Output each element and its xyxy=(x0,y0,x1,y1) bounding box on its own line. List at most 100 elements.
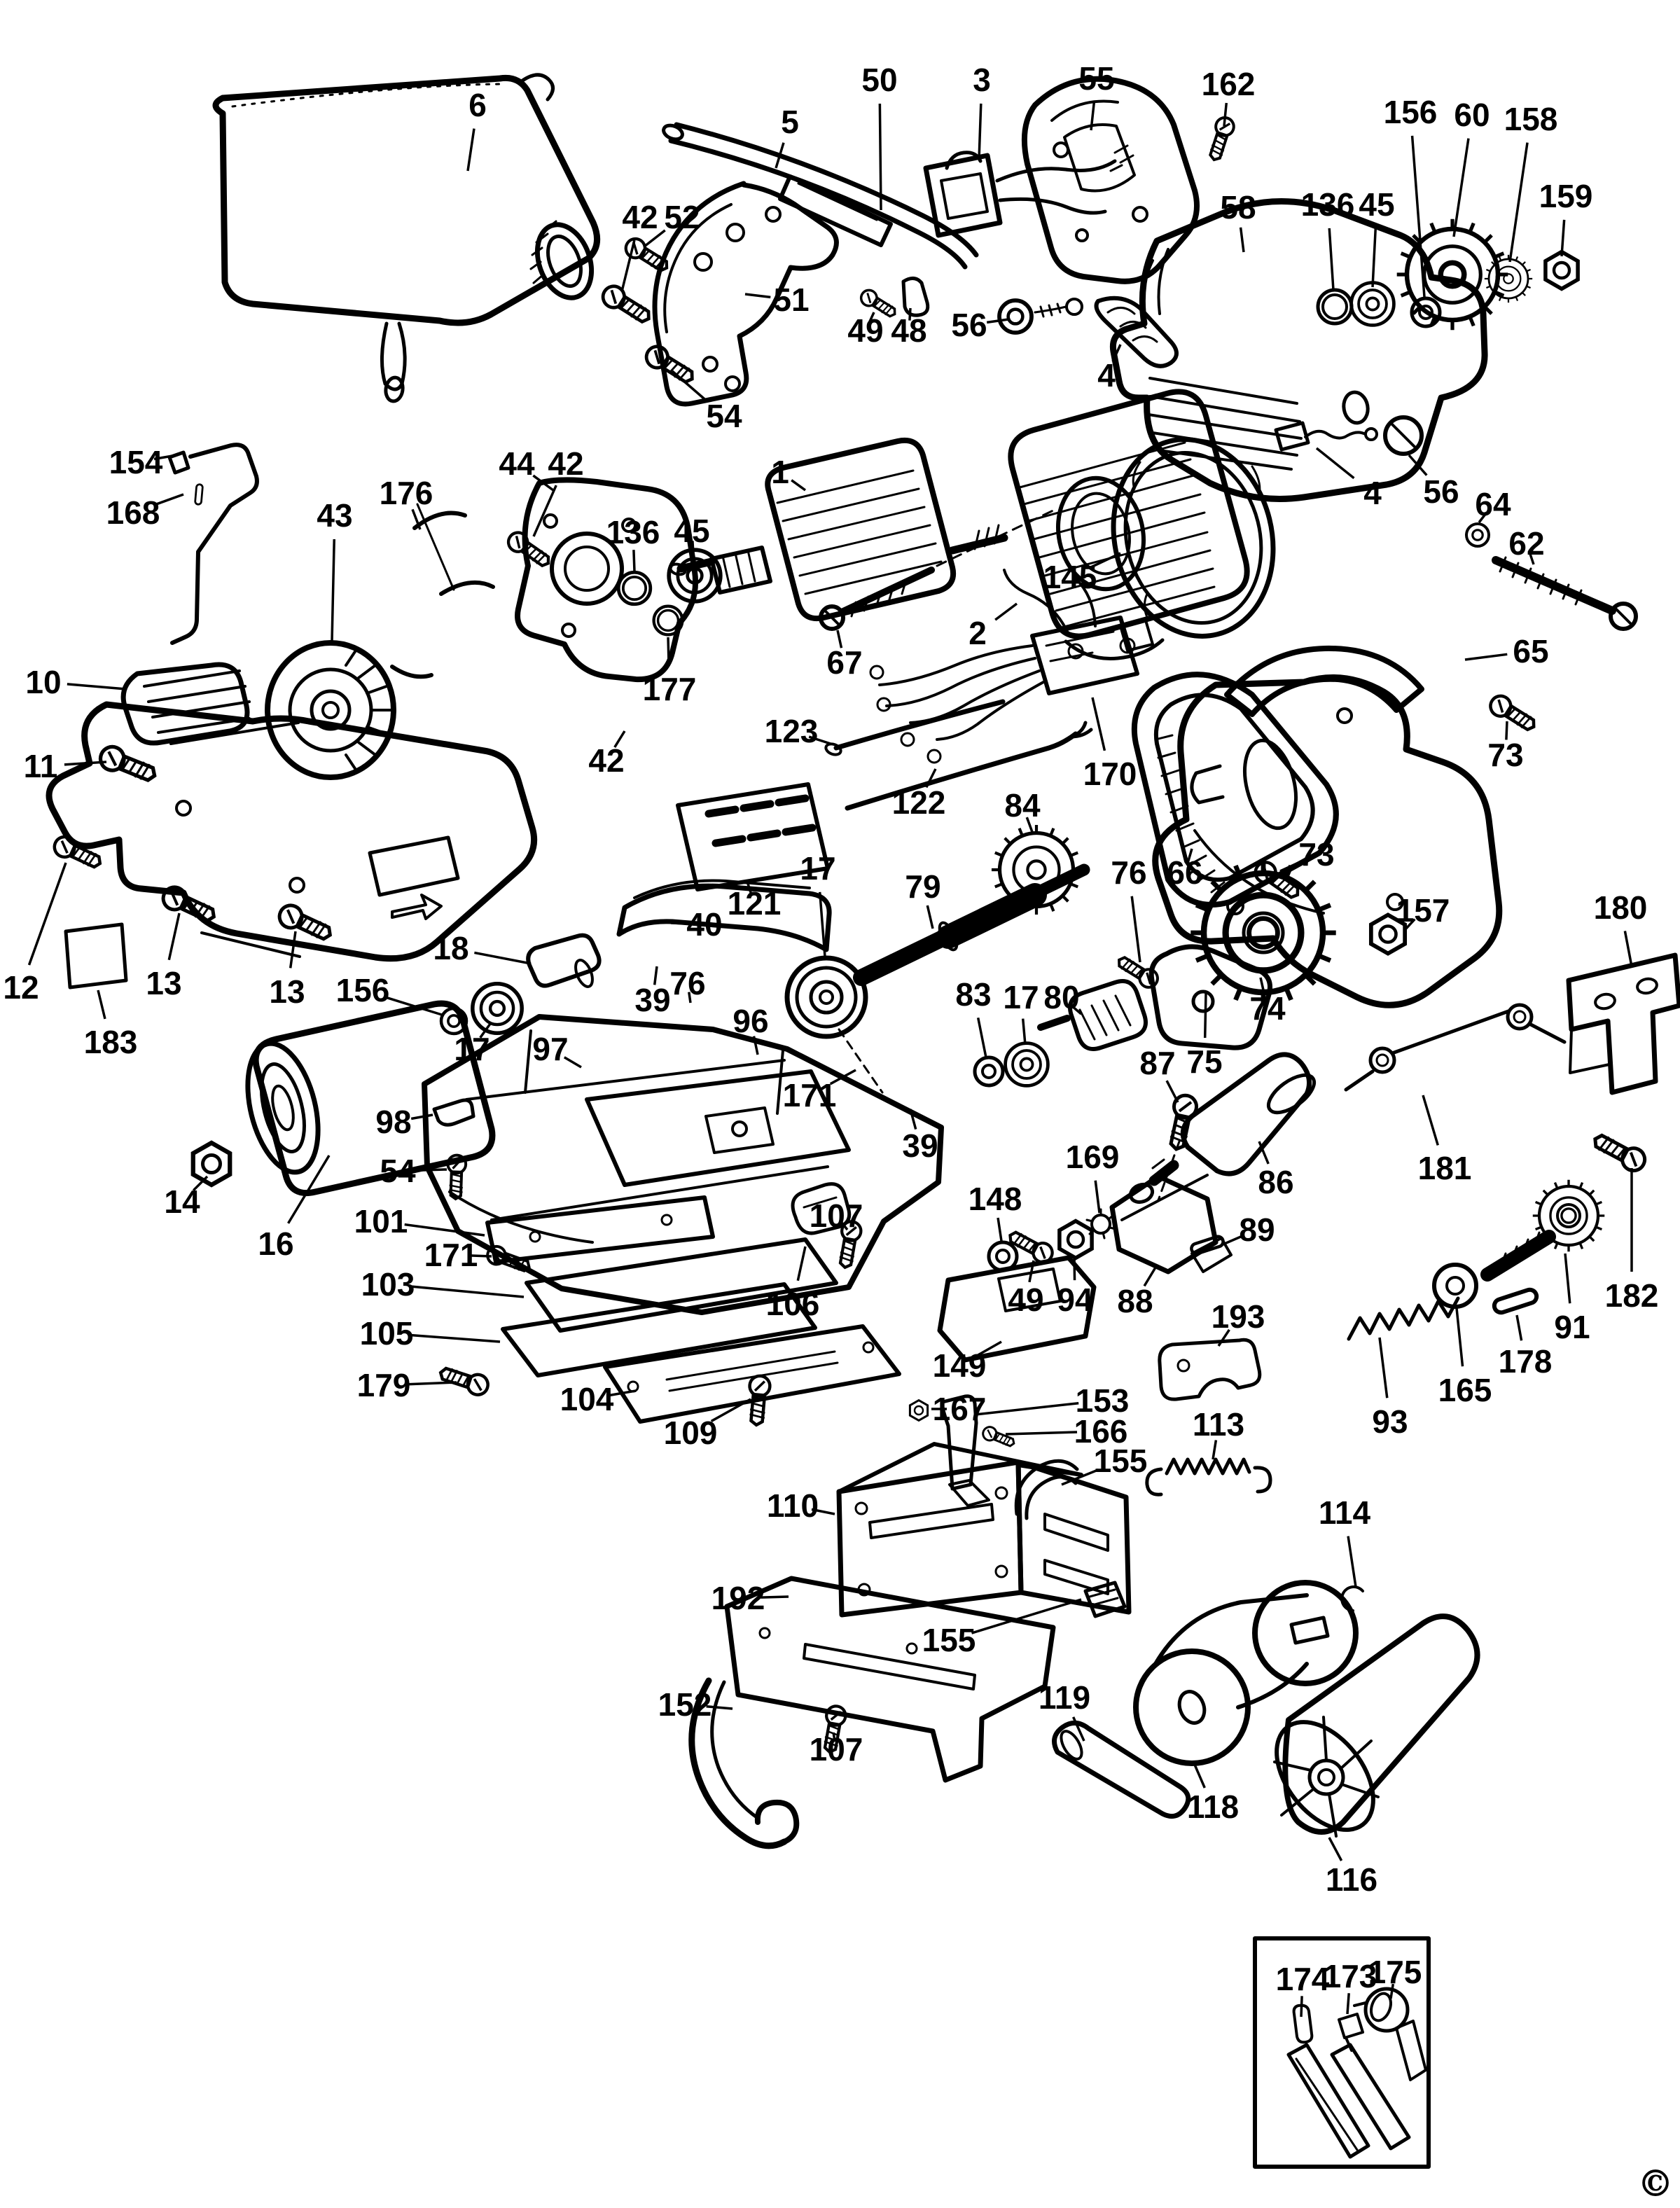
part-shape-39 xyxy=(901,277,930,317)
leader-line-79 xyxy=(926,905,934,929)
part-label-84: 84 xyxy=(1004,787,1041,824)
part-callout-153: 153 xyxy=(974,1382,1129,1419)
part-callout-101: 101 xyxy=(354,1203,485,1240)
part-shape-201 xyxy=(1148,944,1272,1050)
leader-line-93 xyxy=(1378,1337,1389,1398)
part-label-106: 106 xyxy=(766,1286,820,1322)
leader-line-165 xyxy=(1455,1307,1464,1367)
part-shape-181 xyxy=(795,966,858,1029)
part-label-62: 62 xyxy=(1508,525,1544,562)
part-shape-12 xyxy=(797,182,878,221)
leader-line-4 xyxy=(1111,344,1122,362)
part-shape-41 xyxy=(1034,303,1067,318)
leader-line-17 xyxy=(818,891,826,957)
leader-line-88 xyxy=(1143,1267,1157,1287)
part-label-171: 171 xyxy=(424,1237,478,1273)
part-label-166: 166 xyxy=(1074,1413,1128,1450)
part-shape-158 xyxy=(704,1106,775,1154)
leader-line-121 xyxy=(747,883,753,895)
part-callout-173: 173 xyxy=(1324,1958,1377,2015)
part-label-4: 4 xyxy=(1363,475,1382,511)
part-shape-250 xyxy=(1165,1457,1251,1476)
part-label-39: 39 xyxy=(634,982,670,1018)
part-shape-225 xyxy=(1158,1338,1262,1401)
part-shape-281 xyxy=(1307,1758,1345,1796)
part-shape-231 xyxy=(1344,1009,1567,1092)
part-shape-10 xyxy=(662,123,684,141)
part-shape-215 xyxy=(1109,1174,1219,1275)
part-label-101: 101 xyxy=(354,1203,408,1240)
part-shape-61 xyxy=(1499,556,1583,606)
part-shape-84 xyxy=(876,697,891,712)
part-label-14: 14 xyxy=(164,1183,200,1220)
part-callout-56: 56 xyxy=(1408,454,1459,510)
part-callout-155: 155 xyxy=(922,1598,1082,1658)
part-shape-152 xyxy=(574,959,594,988)
part-label-103: 103 xyxy=(361,1266,415,1303)
part-shape-273 xyxy=(1060,1730,1083,1761)
nut-icon xyxy=(193,1143,230,1185)
part-callout-105: 105 xyxy=(360,1315,501,1352)
part-shape-223 xyxy=(937,1255,1097,1363)
part-shape-265 xyxy=(905,1642,918,1655)
part-callout-177: 177 xyxy=(643,637,696,707)
part-callout-43: 43 xyxy=(317,497,353,642)
part-shape-125 xyxy=(345,647,394,773)
part-label-93: 93 xyxy=(1372,1403,1408,1440)
part-callout-106: 106 xyxy=(766,1246,820,1322)
leader-line-51 xyxy=(744,293,771,299)
part-label-50: 50 xyxy=(861,62,897,98)
part-label-176: 176 xyxy=(380,475,433,511)
part-shape-262 xyxy=(724,1576,1056,1783)
part-shape-9 xyxy=(674,122,979,258)
part-shape-0 xyxy=(212,74,601,326)
part-shape-256 xyxy=(994,1486,1008,1500)
part-shape-130 xyxy=(143,669,251,734)
leader-line-86 xyxy=(1258,1141,1270,1165)
part-callout-55: 55 xyxy=(1078,60,1115,131)
part-shape-183 xyxy=(819,990,834,1005)
part-label-64: 64 xyxy=(1475,486,1511,522)
part-callout-89: 89 xyxy=(1221,1211,1275,1248)
part-shape-169 xyxy=(603,1324,901,1424)
part-label-67: 67 xyxy=(826,644,862,681)
part-shape-284 xyxy=(1253,1936,1431,2169)
part-label-152: 152 xyxy=(658,1686,712,1723)
part-shape-259 xyxy=(1015,1459,1132,1615)
leader-line-65 xyxy=(1464,653,1508,661)
part-callout-165: 165 xyxy=(1438,1307,1492,1408)
part-label-165: 165 xyxy=(1438,1372,1492,1408)
part-label-10: 10 xyxy=(25,664,61,700)
part-label-181: 181 xyxy=(1418,1150,1472,1186)
screw-icon xyxy=(1590,1129,1648,1174)
part-callout-158: 158 xyxy=(1504,101,1557,263)
part-shape-161 xyxy=(432,1098,475,1127)
part-label-40: 40 xyxy=(686,906,722,943)
part-callout-121: 121 xyxy=(728,883,781,922)
part-shape-247 xyxy=(948,1479,990,1507)
part-callout-107: 107 xyxy=(810,1731,863,1768)
part-label-12: 12 xyxy=(3,969,39,1006)
part-shape-70 xyxy=(1336,707,1353,724)
part-shape-230 xyxy=(1513,1010,1527,1024)
part-shape-210 xyxy=(1180,1052,1312,1176)
part-label-149: 149 xyxy=(933,1347,987,1384)
part-shape-33 xyxy=(702,356,718,373)
part-label-98: 98 xyxy=(375,1104,411,1140)
part-shape-291 xyxy=(1369,1992,1393,2022)
part-label-17: 17 xyxy=(800,850,835,887)
part-shape-254 xyxy=(868,1503,994,1539)
leader-line-98 xyxy=(410,1113,433,1120)
part-label-122: 122 xyxy=(892,784,946,821)
part-label-107: 107 xyxy=(810,1197,863,1234)
part-label-13: 13 xyxy=(269,973,305,1010)
part-label-43: 43 xyxy=(317,497,352,534)
part-callout-88: 88 xyxy=(1117,1267,1157,1319)
leader-line-193 xyxy=(1217,1328,1230,1347)
part-label-96: 96 xyxy=(733,1003,768,1039)
part-shape-83 xyxy=(869,665,884,680)
part-callout-74: 74 xyxy=(1249,977,1286,1027)
part-shape-147 xyxy=(271,1084,295,1132)
part-callout-56: 56 xyxy=(951,307,1009,343)
